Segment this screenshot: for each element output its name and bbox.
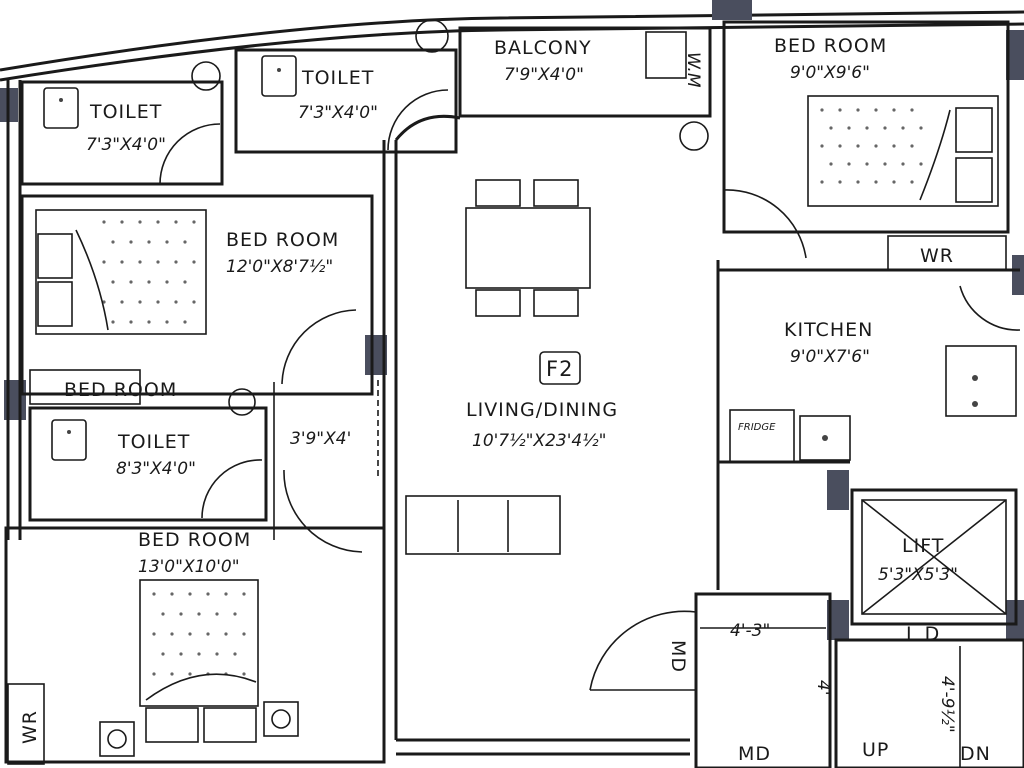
- toilet-2-name: TOILET: [301, 67, 374, 89]
- toilet-3-name: TOILET: [117, 431, 190, 453]
- lobby-dim: 4'-3": [730, 621, 770, 641]
- ld-label: L D: [906, 623, 940, 645]
- passage-dim: 3'9"X4': [290, 429, 351, 449]
- toilet-2-dim: 7'3"X4'0": [298, 103, 378, 123]
- living-dining-dim: 10'7½"X23'4½": [472, 431, 606, 451]
- fridge-label: FRIDGE: [738, 422, 776, 433]
- bedroom-bottom-left-dim: 13'0"X10'0": [138, 557, 240, 577]
- md-2-label: MD: [738, 743, 771, 765]
- lift-dim: 5'3"X5'3": [878, 565, 958, 585]
- bedroom-top-right-name: BED ROOM: [774, 35, 887, 57]
- lobby: MD 4'-3" MD 4': [589, 592, 833, 768]
- stair-up-label: UP: [862, 739, 889, 761]
- balcony-name: BALCONY: [494, 37, 592, 59]
- balcony: W.M BALCONY 7'9"X4'0": [458, 26, 712, 151]
- balcony-dim: 7'9"X4'0": [504, 65, 584, 85]
- flat-tag: F2: [546, 357, 573, 381]
- kitchen-name: KITCHEN: [784, 319, 873, 341]
- toilet-3-dim: 8'3"X4'0": [116, 459, 196, 479]
- staircase: L D 4'-9½" UP DN: [834, 623, 1024, 768]
- toilet-2: TOILET 7'3"X4'0": [234, 19, 458, 154]
- md-1-label: MD: [667, 640, 689, 673]
- kitchen: FRIDGE KITCHEN 9'0"X7'6": [716, 260, 1021, 590]
- outer-wall-top: [0, 10, 1024, 72]
- wr-3-label: WR: [920, 245, 954, 267]
- kitchen-dim: 9'0"X7'6": [790, 347, 870, 367]
- bedroom-middle-left-dim: 12'0"X8'7½": [226, 257, 333, 277]
- toilet-1-dim: 7'3"X4'0": [86, 135, 166, 155]
- bedroom-middle-left: BED ROOM BED ROOM 12'0"X8'7½": [20, 194, 374, 405]
- lift: LIFT 5'3"X5'3": [850, 488, 1018, 626]
- wm-label: W.M: [683, 52, 703, 88]
- bedroom-bottom-left-name: BED ROOM: [138, 529, 251, 551]
- bedroom-top-right-dim: 9'0"X9'6": [790, 63, 870, 83]
- living-dining-name: LIVING/DINING: [466, 399, 618, 421]
- bedroom-top-right: WR BED ROOM 9'0"X9'6": [722, 20, 1010, 271]
- wr-1-label: BED ROOM: [64, 379, 177, 401]
- outer-wall-top-inner: [0, 22, 1024, 82]
- toilet-1: TOILET 7'3"X4'0": [20, 61, 224, 186]
- lobby-dim-vertical: 4': [813, 680, 833, 696]
- stair-dim: 4'-9½": [937, 676, 957, 733]
- flat-tag-box: [539, 351, 581, 385]
- stair-dn-label: DN: [960, 743, 991, 765]
- wr-2-label: WR: [19, 710, 41, 744]
- toilet-3: TOILET 8'3"X4'0": [28, 388, 268, 522]
- living-dining: F2 LIVING/DINING 10'7½"X23'4½": [405, 179, 618, 555]
- lift-name: LIFT: [902, 535, 944, 557]
- bedroom-middle-left-name: BED ROOM: [226, 229, 339, 251]
- toilet-1-name: TOILET: [89, 101, 162, 123]
